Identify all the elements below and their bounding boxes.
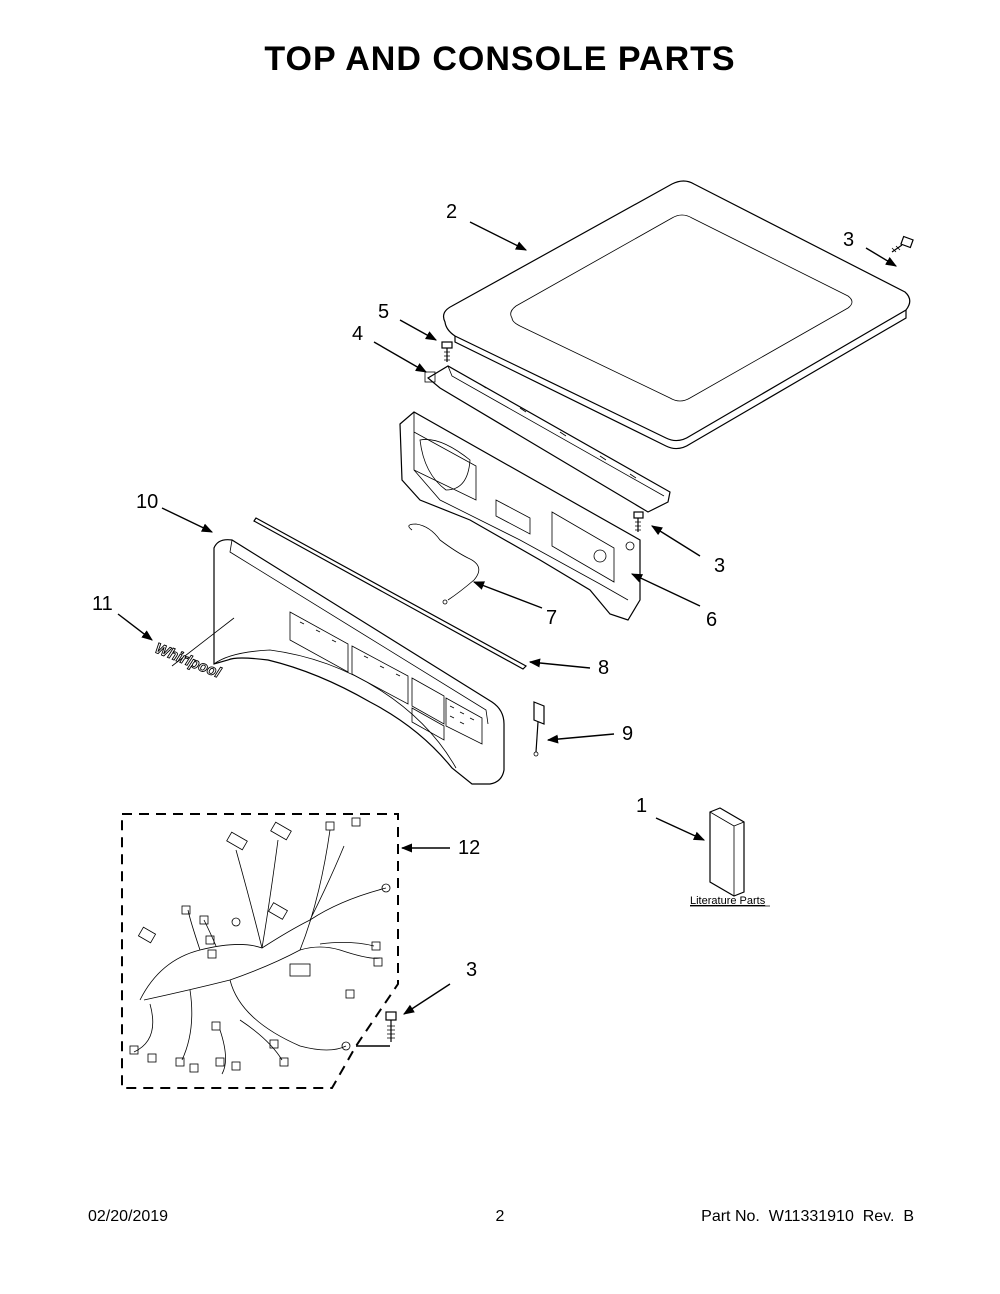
screw-3b-part xyxy=(633,511,644,532)
callout-2: 2 xyxy=(446,201,457,223)
page-title: TOP AND CONSOLE PARTS xyxy=(264,40,736,78)
callout-8: 8 xyxy=(598,657,609,679)
callout-6: 6 xyxy=(706,609,717,631)
wire-harness-7-part xyxy=(408,523,480,605)
leader-arrows xyxy=(117,221,897,1015)
callout-11: 11 xyxy=(92,593,113,615)
harness-connectors xyxy=(129,817,391,1073)
callout-3-top-right: 3 xyxy=(843,229,854,251)
console-panel-part xyxy=(171,539,505,785)
footer-page-number: 2 xyxy=(495,1208,505,1225)
screw-3a-part xyxy=(891,235,914,253)
callout-3-bottom: 3 xyxy=(466,959,477,981)
callout-5: 5 xyxy=(378,301,389,323)
callout-1: 1 xyxy=(636,795,647,817)
callout-7: 7 xyxy=(546,607,557,629)
callout-10: 10 xyxy=(136,491,158,513)
callout-4: 4 xyxy=(352,323,363,345)
literature-parts-label: Literature Parts xyxy=(690,895,766,907)
whirlpool-logo-badge-part: Whirlpool xyxy=(152,639,224,682)
screw-3c-part xyxy=(385,1011,397,1042)
callout-12: 12 xyxy=(458,837,480,859)
footer-part-number: Part No. W11331910 Rev. B xyxy=(701,1208,914,1225)
console-frame-part xyxy=(399,411,641,621)
whirlpool-logo-text: Whirlpool xyxy=(153,640,224,682)
main-wire-harness-part xyxy=(121,813,399,1089)
top-bracket-part xyxy=(424,365,671,513)
literature-booklet-part xyxy=(709,807,745,897)
callout-3-middle: 3 xyxy=(714,555,725,577)
screw-5-part xyxy=(441,341,453,362)
trim-strip-part xyxy=(253,517,527,670)
callout-9: 9 xyxy=(622,723,633,745)
sensor-module-9-part xyxy=(533,701,545,757)
footer-date: 02/20/2019 xyxy=(88,1208,169,1225)
top-panel-part xyxy=(442,180,911,450)
